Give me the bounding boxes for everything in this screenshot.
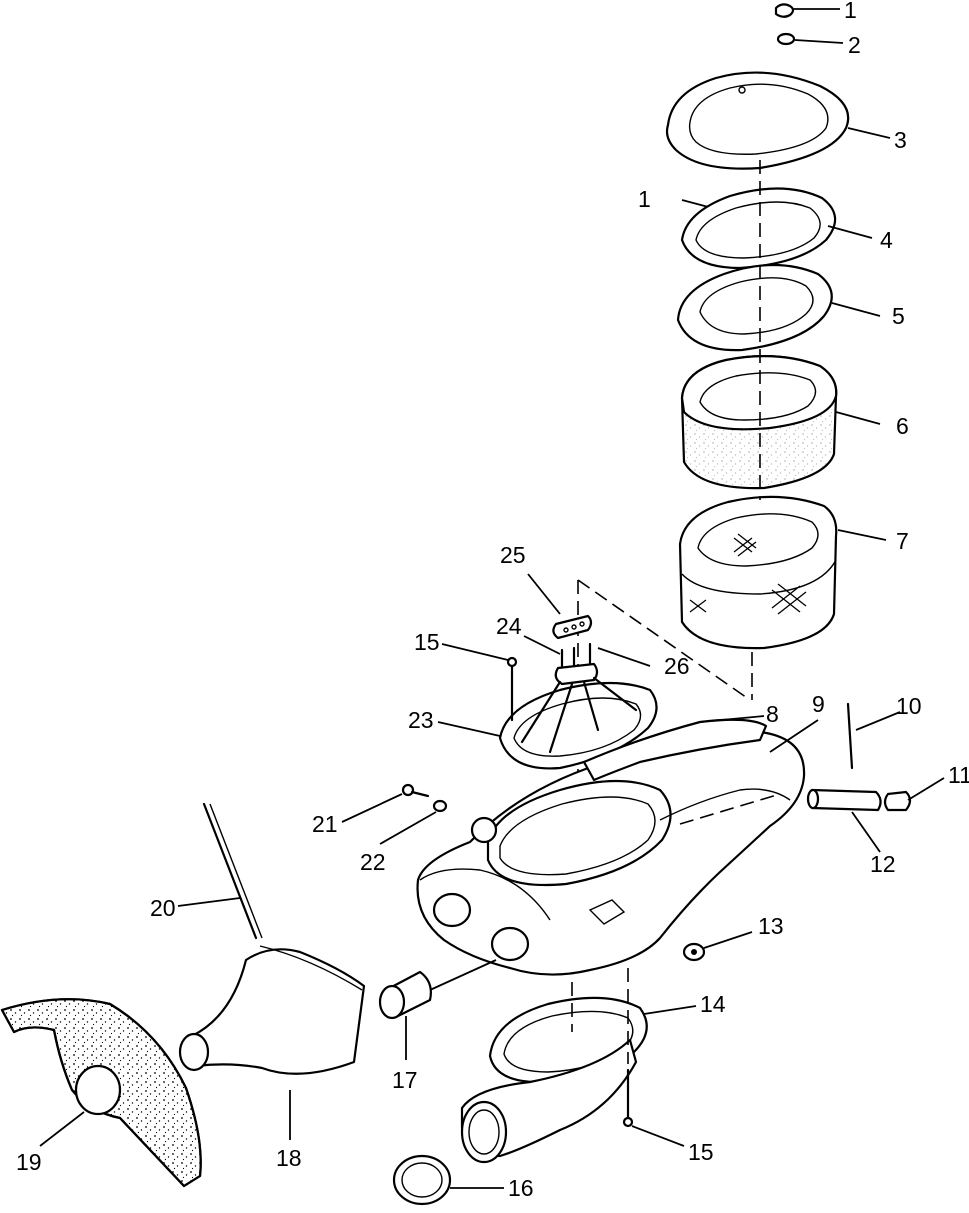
clamp-part-10 bbox=[846, 702, 901, 770]
callout-6: 6 bbox=[896, 413, 909, 439]
callout-9: 9 bbox=[812, 691, 825, 717]
callout-20: 20 bbox=[150, 895, 176, 921]
callout-11: 11 bbox=[948, 762, 969, 788]
callout-13: 13 bbox=[758, 913, 784, 939]
washer-part-2 bbox=[776, 32, 844, 46]
callout-23: 23 bbox=[408, 707, 434, 733]
callout-3: 3 bbox=[894, 127, 907, 153]
bolt-part-21 bbox=[341, 783, 430, 823]
callout-12: 12 bbox=[870, 851, 896, 877]
wing-nut-part-1-top bbox=[774, 3, 840, 18]
screw-part-15-lower bbox=[622, 1068, 685, 1147]
cap-part-11 bbox=[883, 777, 945, 812]
gasket-part-4 bbox=[680, 187, 873, 270]
coupler-part-17 bbox=[378, 959, 497, 1060]
callout-1-top: 1 bbox=[844, 0, 857, 23]
alignment-line-diagonal bbox=[577, 579, 751, 701]
callout-labels: 1 2 3 1 4 5 6 7 8 9 10 11 12 13 14 15 15… bbox=[16, 0, 969, 1201]
callout-25: 25 bbox=[500, 542, 526, 568]
tie-strap-part-20 bbox=[177, 802, 263, 940]
plate-part-25 bbox=[527, 573, 593, 640]
callout-7: 7 bbox=[896, 528, 909, 554]
callout-16: 16 bbox=[508, 1175, 534, 1201]
callout-18: 18 bbox=[276, 1145, 302, 1171]
filter-element-part-7 bbox=[678, 495, 887, 650]
callout-5: 5 bbox=[892, 303, 905, 329]
callout-8: 8 bbox=[766, 701, 779, 727]
callout-15-lower: 15 bbox=[688, 1139, 714, 1165]
callout-14: 14 bbox=[700, 991, 726, 1017]
washer-part-22 bbox=[379, 799, 448, 845]
foam-filter-part-6 bbox=[680, 355, 881, 490]
callout-22: 22 bbox=[360, 849, 386, 875]
screw-part-15-upper bbox=[441, 643, 518, 722]
intake-tube bbox=[460, 1038, 638, 1164]
filter-cage-part-23 bbox=[437, 662, 658, 770]
duct-boot-part-18 bbox=[178, 945, 366, 1140]
filter-cover-part-5 bbox=[676, 263, 881, 352]
callout-24: 24 bbox=[496, 613, 522, 639]
callout-19: 19 bbox=[16, 1149, 42, 1175]
callout-21: 21 bbox=[312, 811, 338, 837]
callout-4: 4 bbox=[880, 227, 893, 253]
callout-17: 17 bbox=[392, 1067, 418, 1093]
cap-part-16 bbox=[392, 1154, 504, 1206]
callout-1-second: 1 bbox=[638, 186, 651, 212]
heat-shield-part-19 bbox=[0, 998, 202, 1188]
air-box-cover-part-3 bbox=[665, 71, 891, 170]
hose-part-12 bbox=[806, 788, 882, 853]
callout-15-upper: 15 bbox=[414, 629, 440, 655]
callout-2: 2 bbox=[848, 32, 861, 58]
air-box-part-9 bbox=[416, 715, 819, 976]
grommet-part-13 bbox=[682, 931, 753, 962]
callout-26: 26 bbox=[664, 653, 690, 679]
callout-10: 10 bbox=[896, 693, 922, 719]
